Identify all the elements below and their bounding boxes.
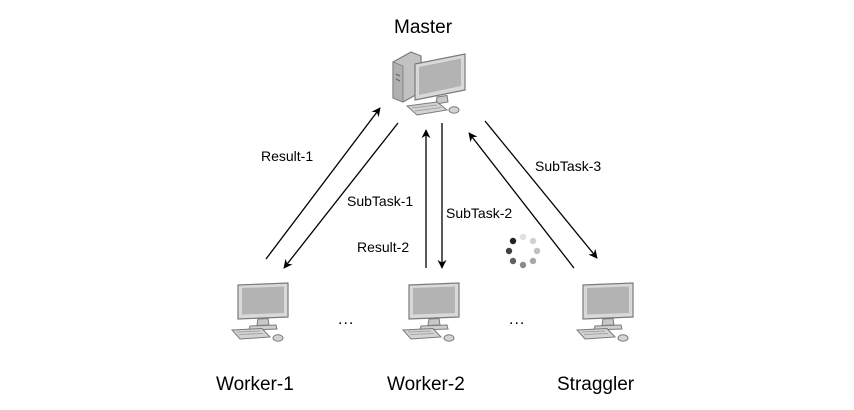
master-computer-icon (392, 51, 466, 116)
straggler-result-arrow (468, 132, 575, 269)
master-label: Master (394, 17, 453, 38)
loading-spinner-icon (505, 233, 541, 269)
worker-1-computer-icon (231, 282, 289, 342)
result-1-label: Result-1 (261, 148, 314, 164)
ellipsis-right: ... (509, 311, 526, 328)
subtask-3-label: SubTask-3 (535, 158, 602, 174)
ellipsis-left: ... (338, 311, 355, 328)
straggler-label: Straggler (557, 374, 635, 395)
worker-1-label: Worker-1 (216, 374, 294, 395)
result-1-arrow (265, 107, 381, 260)
result-2-label: Result-2 (357, 239, 410, 255)
worker-2-label: Worker-2 (387, 374, 465, 395)
subtask-1-arrow (283, 122, 399, 269)
straggler-computer-icon (576, 282, 634, 342)
subtask-1-label: SubTask-1 (347, 193, 414, 209)
subtask-2-label: SubTask-2 (446, 205, 513, 221)
worker-2-computer-icon (402, 282, 460, 342)
subtask-3-arrow (484, 120, 598, 259)
